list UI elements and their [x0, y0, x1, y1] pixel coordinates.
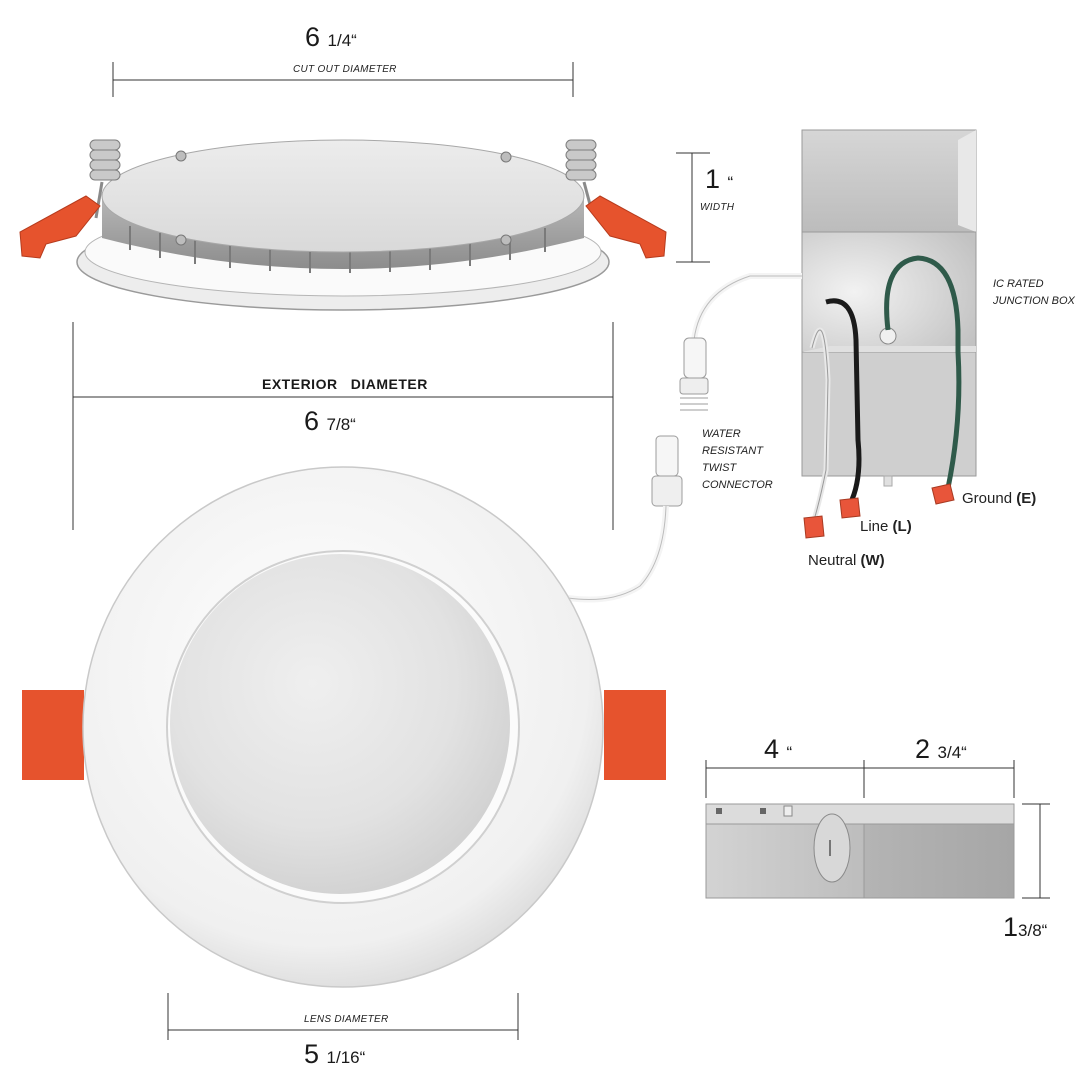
left-spring-clip	[19, 195, 101, 259]
connector-label: WATER RESISTANT TWIST CONNECTOR	[702, 428, 773, 491]
lens-caption: LENS DIAMETER	[304, 1014, 389, 1025]
right-spring-clip	[585, 195, 667, 259]
lens-dimension-value: 5 1/16“	[304, 1039, 366, 1069]
fixture-side-view	[19, 139, 667, 311]
exterior-dimension-value: 6 7/8“	[304, 406, 356, 436]
twist-connector	[567, 337, 709, 603]
box-length-value: 4 “	[764, 734, 793, 764]
junction-box-label: IC RATED JUNCTION BOX	[993, 278, 1075, 307]
height-dimension-value: 1 “	[705, 164, 734, 194]
height-caption: WIDTH	[700, 202, 735, 213]
lens	[170, 554, 510, 894]
exterior-caption: EXTERIOR DIAMETER	[262, 376, 428, 392]
junction-box-closed	[705, 803, 1015, 899]
ground-wire-label: Ground (E)	[962, 490, 1037, 507]
front-left-clip	[22, 690, 84, 780]
line-wire-label: Line (L)	[860, 518, 912, 535]
junction-box-open	[691, 129, 977, 539]
box-width-value: 2 3/4“	[915, 734, 967, 764]
fixture-front-view	[22, 466, 666, 988]
cutout-dimension-value: 6 1/4“	[305, 22, 357, 52]
neutral-wire-label: Neutral (W)	[808, 552, 885, 569]
box-height-value: 13/8“	[1003, 912, 1048, 942]
cutout-caption: CUT OUT DIAMETER	[293, 64, 397, 75]
front-right-clip	[604, 690, 666, 780]
